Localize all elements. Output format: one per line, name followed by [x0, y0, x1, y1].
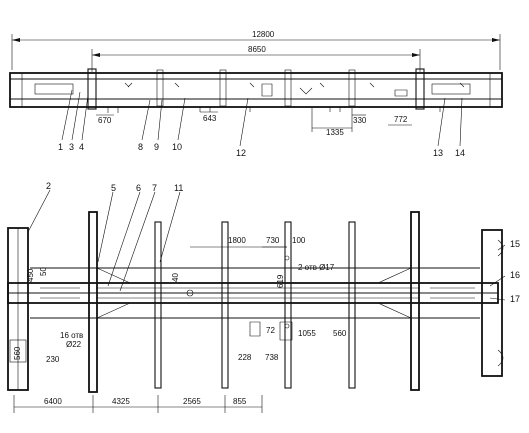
dim-772: 772 [394, 115, 408, 124]
arrow-head [12, 38, 20, 42]
leader-label-1: 1 [58, 142, 63, 152]
bolster-right [410, 211, 420, 391]
cross-member [348, 221, 356, 389]
arrow-head [412, 53, 420, 57]
arrow-head [92, 53, 100, 57]
side-bracket [261, 83, 273, 97]
end-plate-right [481, 229, 503, 377]
leader-label-7: 7 [152, 183, 157, 193]
dim-1335: 1335 [326, 128, 344, 137]
dim-643: 643 [203, 114, 217, 123]
leader-label-17: 17 [510, 294, 520, 304]
plan-top-dims: 1800 730 100 40 619 2 отв Ø17 450 50 [26, 236, 335, 288]
leader-label-2: 2 [46, 181, 51, 191]
dim-330: 330 [353, 116, 367, 125]
dim-4325: 4325 [112, 397, 130, 406]
dim-50: 50 [39, 267, 48, 276]
dim-450: 450 [26, 268, 35, 282]
plan-cross-members [88, 211, 420, 393]
dim-228: 228 [238, 353, 252, 362]
leader-label-13: 13 [433, 148, 443, 158]
leader-label-3: 3 [69, 142, 74, 152]
leader-label-14: 14 [455, 148, 465, 158]
dim-2565: 2565 [183, 397, 201, 406]
dim-855: 855 [233, 397, 247, 406]
leader-label-4: 4 [79, 142, 84, 152]
dim-730: 730 [266, 236, 280, 245]
plan-braces [40, 255, 475, 341]
dim-230: 230 [46, 355, 60, 364]
arrow-head [492, 38, 500, 42]
side-cross-members [87, 68, 425, 110]
coupler-box-left [34, 83, 74, 95]
leader-label-12: 12 [236, 148, 246, 158]
leader-label-15: 15 [510, 239, 520, 249]
dim-holes-22: 16 отв [60, 331, 83, 340]
side-bolster-left [87, 68, 97, 110]
leader-label-10: 10 [172, 142, 182, 152]
leader-label-6: 6 [136, 183, 141, 193]
side-leader-lines [61, 89, 463, 147]
side-bolster-right [415, 68, 425, 110]
bolster-left [88, 211, 98, 393]
cross-member [154, 221, 162, 389]
dim-670: 670 [98, 116, 112, 125]
dim-72: 72 [266, 326, 275, 335]
end-hook [497, 239, 504, 367]
dim-560-left: 560 [13, 346, 22, 360]
cross-member [221, 221, 229, 389]
dim-560-right: 560 [333, 329, 347, 338]
side-cross-member [348, 69, 356, 107]
side-cross-member [284, 69, 292, 107]
side-view: 12800 8650 [9, 30, 503, 158]
side-cross-member [156, 69, 164, 107]
dim-6400: 6400 [44, 397, 62, 406]
dim-dia-22: Ø22 [66, 340, 82, 349]
side-lower-dims: 670 643 1335 330 772 [96, 108, 412, 137]
dim-bolster-span: 8650 [248, 45, 266, 54]
dim-738: 738 [265, 353, 279, 362]
side-frame-outline [9, 72, 503, 108]
cross-member [284, 221, 292, 389]
coupler-box-right [431, 83, 471, 95]
side-details [34, 82, 471, 113]
leader-label-16: 16 [510, 270, 520, 280]
end-bracket [9, 339, 27, 363]
leader-label-5: 5 [111, 183, 116, 193]
plan-lower-dims: 16 отв Ø22 230 560 72 1055 560 228 738 [13, 326, 347, 364]
plan-leader-lines [27, 189, 506, 301]
plan-view: 1800 730 100 40 619 2 отв Ø17 450 50 16 … [7, 181, 520, 413]
dim-100: 100 [292, 236, 306, 245]
dim-1055: 1055 [298, 329, 316, 338]
dim-40: 40 [171, 273, 180, 282]
dim-holes-17: 2 отв Ø17 [298, 263, 335, 272]
dim-619: 619 [276, 274, 285, 288]
dim-overall-length: 12800 [252, 30, 275, 39]
leader-label-9: 9 [154, 142, 159, 152]
leader-label-11: 11 [174, 183, 183, 193]
dim-1800: 1800 [228, 236, 246, 245]
leader-label-8: 8 [138, 142, 143, 152]
side-cross-member [219, 69, 227, 107]
bottom-dim-chain: 6400 4325 2565 855 [13, 395, 263, 413]
